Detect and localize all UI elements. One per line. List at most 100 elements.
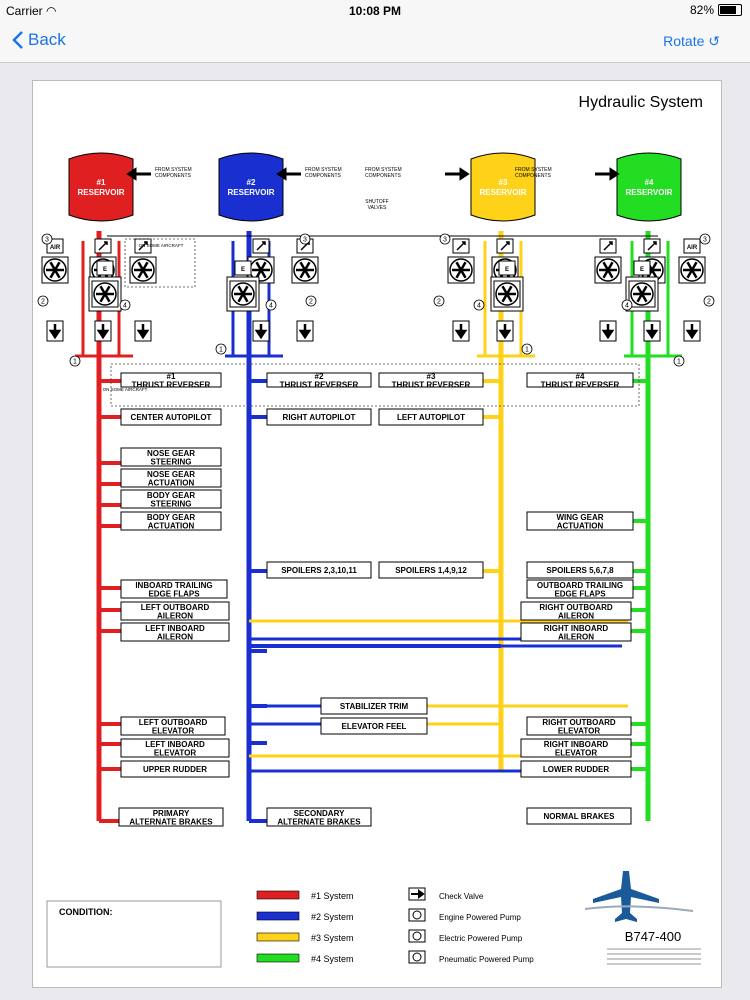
callout-4: 4 xyxy=(119,299,131,311)
callout-circle xyxy=(305,295,317,307)
check-valve-icon xyxy=(496,320,514,342)
callout-circle xyxy=(521,343,533,355)
electric-pump-icon-blade xyxy=(459,261,467,271)
callout-3: 3 xyxy=(299,233,311,245)
right-inboard-elevator-box xyxy=(520,738,632,758)
pneumatic-pump-icon xyxy=(408,950,426,964)
electric-pump-icon-blade xyxy=(602,261,610,271)
callout-number: 2 xyxy=(707,299,711,306)
nose-gear-steering-label: STEERING xyxy=(151,457,192,466)
electric-pump-icon-blade xyxy=(650,261,658,271)
stabilizer-trim-label: STABILIZER TRIM xyxy=(340,702,409,711)
thrust-reverser-3-label: THRUST REVERSER xyxy=(392,380,471,389)
electric-pump-icon-blade xyxy=(49,269,57,279)
callout-number: 3 xyxy=(45,237,49,244)
pump-tag-2-0 xyxy=(252,238,270,254)
check-valve-icon-arrow xyxy=(454,324,468,340)
check-valve-icon xyxy=(296,320,314,342)
from-system-arrow-4 xyxy=(595,167,620,181)
check-valve-icon xyxy=(683,320,701,342)
callout-number: 4 xyxy=(269,303,273,310)
elevator-feel-box xyxy=(320,717,428,735)
legend-swatch-1 xyxy=(256,890,300,900)
airplane-shape xyxy=(593,871,659,922)
legend-swatch-3 xyxy=(256,932,300,942)
back-button[interactable]: Back xyxy=(12,30,66,50)
electric-pump-icon-blade xyxy=(141,269,149,279)
engine-pump-tag-3-label: E xyxy=(505,267,509,273)
callout-number: 3 xyxy=(443,237,447,244)
electric-pump-icon-blade xyxy=(255,269,263,279)
status-bar: Carrier ◠ 10:08 PM 82% xyxy=(0,0,750,22)
electric-pump-icon-blade xyxy=(686,269,694,279)
right-inboard-aileron-label: AILERON xyxy=(558,632,594,641)
nose-gear-steering-box xyxy=(120,447,222,467)
body-gear-steering-label: BODY GEAR xyxy=(147,491,196,500)
from-system-label: FROM SYSTEM xyxy=(155,167,192,173)
center-autopilot: CENTER AUTOPILOT xyxy=(120,408,222,426)
left-inboard-elevator-label: LEFT INBOARD xyxy=(145,740,205,749)
center-autopilot-label: CENTER AUTOPILOT xyxy=(131,413,212,422)
secondary-alternate-brakes-label: ALTERNATE BRAKES xyxy=(277,817,361,826)
engine-pump-icon xyxy=(408,908,426,922)
elevator-feel-label: ELEVATOR FEEL xyxy=(342,722,407,731)
engine-pump-tag-4: E xyxy=(633,260,651,276)
thrust-reverser-4-box xyxy=(526,372,634,388)
left-inboard-elevator-label: ELEVATOR xyxy=(154,748,196,757)
condition-label: CONDITION: xyxy=(59,907,113,917)
thrust-reverser-2-label: THRUST REVERSER xyxy=(280,380,359,389)
check-valve-icon xyxy=(134,320,152,342)
engine-pump-icon-blade xyxy=(640,285,648,295)
from-system-arrow-3 xyxy=(445,167,470,181)
electric-pump-icon-blade xyxy=(299,269,307,279)
electric-pump-icon-ring xyxy=(412,931,422,941)
check-valve-icon-arrow xyxy=(601,324,615,340)
left-outboard-elevator-box xyxy=(120,716,226,736)
outboard-trailing-edge-flaps-box xyxy=(526,579,634,599)
callout-1: 1 xyxy=(215,343,227,355)
pump-tag-3-0-bolt xyxy=(456,241,466,251)
legend-system-label-3: #3 System xyxy=(311,933,354,943)
callout-circle xyxy=(265,299,277,311)
reservoir-2-tank xyxy=(218,152,284,222)
pump-tag-4-1-bolt xyxy=(647,241,657,251)
check-valve-icon xyxy=(46,320,64,342)
right-outboard-elevator-label: ELEVATOR xyxy=(558,726,600,735)
outboard-trailing-edge-flaps-label: EDGE FLAPS xyxy=(554,589,606,598)
callout-number: 4 xyxy=(477,303,481,310)
nose-gear-actuation-label: NOSE GEAR xyxy=(147,470,195,479)
airplane-trail xyxy=(584,905,694,912)
from-system-label: FROM SYSTEM xyxy=(305,167,342,173)
callout-circle xyxy=(215,343,227,355)
callout-circle xyxy=(699,233,711,245)
reservoir-1-tank xyxy=(68,152,134,222)
left-outboard-elevator-label: ELEVATOR xyxy=(152,726,194,735)
from-system-label: FROM SYSTEM xyxy=(365,167,402,173)
secondary-alternate-brakes-box xyxy=(266,807,372,827)
pump-tag-1-2 xyxy=(134,238,152,254)
from-system-arrow-2 xyxy=(276,167,301,181)
optional-reverser-frame xyxy=(110,363,640,407)
rotate-button[interactable]: Rotate ↺ xyxy=(663,33,720,50)
engine-pump-tag-1-label: E xyxy=(103,267,107,273)
electric-pump-icon xyxy=(678,256,706,284)
check-valve-icon xyxy=(452,320,470,342)
reservoir-4-number: #4 xyxy=(645,178,654,187)
callout-circle xyxy=(703,295,715,307)
wing-gear-actuation-label: WING GEAR xyxy=(556,513,603,522)
diagram-title: Hydraulic System xyxy=(579,94,703,111)
electric-pump-icon-blade xyxy=(459,269,467,279)
